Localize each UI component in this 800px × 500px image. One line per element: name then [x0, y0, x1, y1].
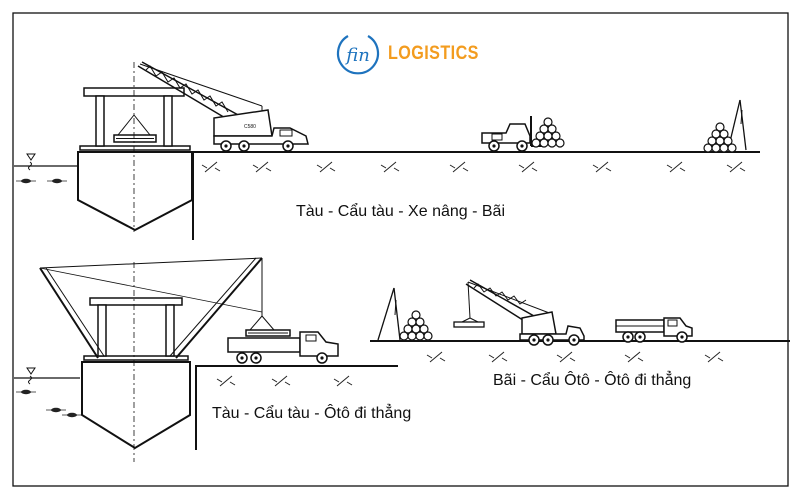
water-level-icon	[26, 367, 36, 385]
caption-ship-crane-forklift-yard: Tàu - Cẩu tàu - Xe nâng - Bãi	[296, 203, 505, 220]
top-scene: C580	[14, 61, 760, 240]
crane-plate-label: C580	[244, 124, 256, 130]
log-pile-icon	[399, 310, 433, 341]
logo-name: LOGISTICS	[388, 43, 479, 64]
outer-border	[12, 12, 789, 487]
bottom-left-scene	[14, 257, 398, 462]
caption-yard-truck-crane-truck-direct: Bãi - Cẩu Ôtô - Ôtô đi thẳng	[493, 372, 692, 389]
ship-icon	[39, 257, 263, 450]
flatbed-truck-icon	[227, 315, 339, 364]
company-logo: fin LOGISTICS	[334, 30, 495, 78]
caption-ship-crane-truck-direct: Tàu - Cẩu tàu - Ôtô đi thẳng	[212, 405, 412, 422]
crawler-crane-icon: C580	[137, 61, 309, 152]
derrick-icon	[377, 287, 401, 341]
ship-icon	[77, 87, 193, 232]
crawler-crane-icon	[453, 279, 585, 346]
log-pile-icon	[531, 117, 565, 148]
logo-mark-text: fin	[344, 45, 370, 66]
bottom-right-scene	[370, 279, 790, 363]
water-level-icon	[26, 153, 36, 171]
flatbed-truck-icon	[615, 317, 693, 343]
fin-logo-mark-icon: fin	[336, 35, 380, 75]
